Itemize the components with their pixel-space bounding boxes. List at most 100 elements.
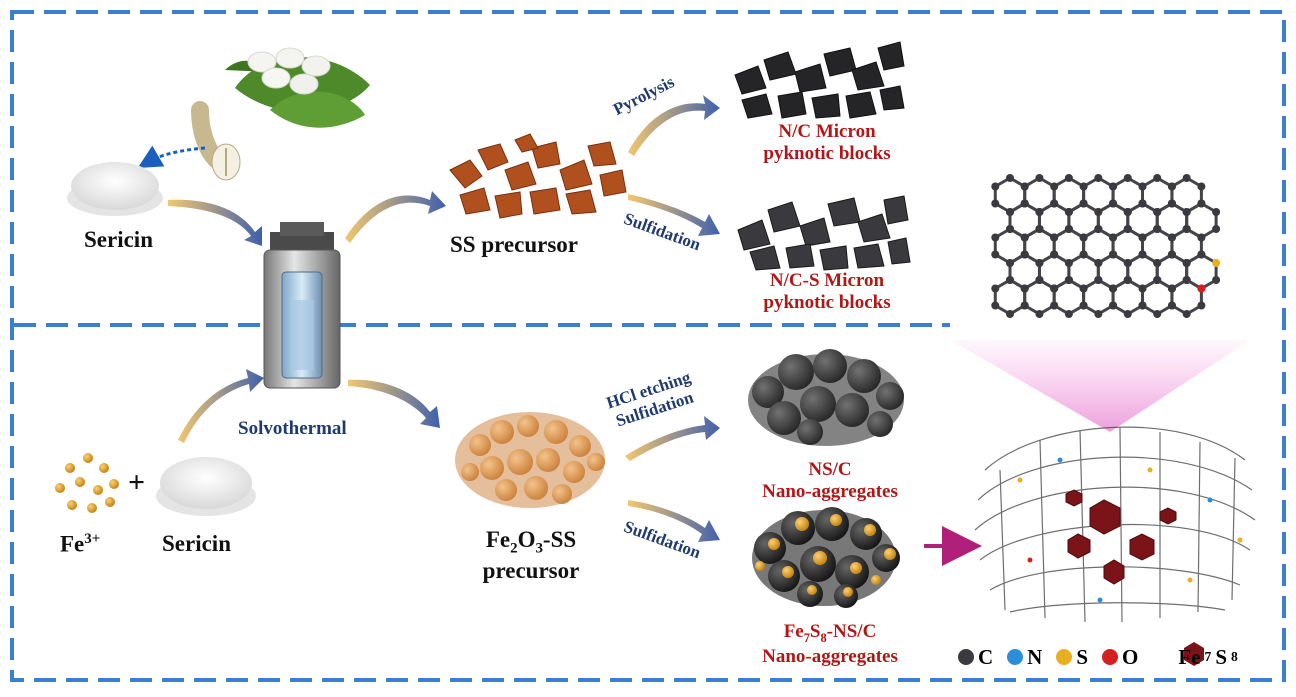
legend-item-n: N xyxy=(1007,645,1042,670)
label-fe2o3-ss-precursor: Fe2O3-SS precursor xyxy=(482,527,580,583)
lattice-atom xyxy=(1197,233,1206,242)
arrow-pyrolysis xyxy=(628,95,720,156)
lattice-atom xyxy=(1006,259,1014,267)
lattice-atom xyxy=(1035,225,1044,233)
lattice-atom xyxy=(1212,276,1221,284)
lattice-atom xyxy=(1197,284,1206,293)
lattice-atom xyxy=(1123,259,1132,267)
lattice-atom xyxy=(1109,233,1118,242)
lattice-atom xyxy=(1123,208,1132,216)
lattice-atom xyxy=(1050,250,1059,259)
sericin-powder-bottom xyxy=(156,457,256,516)
nsc-nano-aggregates xyxy=(748,349,904,446)
lattice-atom xyxy=(1182,259,1191,267)
lattice-atom xyxy=(1197,301,1206,310)
legend-item-o: O xyxy=(1102,645,1138,670)
lattice-atom xyxy=(1050,199,1059,208)
fe2o3-ss-cluster xyxy=(455,412,605,508)
lattice-hexagon xyxy=(1023,278,1056,316)
ss-precursor-blocks xyxy=(449,133,627,219)
arrow-reactor-to-fe2o3 xyxy=(348,379,440,428)
lattice-atom xyxy=(1035,174,1044,182)
lattice-hexagon xyxy=(993,278,1027,316)
lattice-atom xyxy=(1064,174,1073,182)
extraction-arrow xyxy=(137,145,206,169)
lattice-atom xyxy=(1138,250,1147,259)
lattice-atom xyxy=(1138,284,1147,293)
legend-c-dot xyxy=(958,649,974,665)
lattice-atom xyxy=(1020,199,1029,208)
lattice-atom xyxy=(1167,182,1176,191)
lattice-hexagon xyxy=(1082,278,1115,316)
lattice-atom xyxy=(1094,174,1103,182)
lattice-atom xyxy=(1138,301,1147,310)
lattice-atom xyxy=(1167,301,1176,310)
lattice-atom xyxy=(1197,250,1206,259)
lattice-atom xyxy=(1153,310,1162,318)
lattice-atom xyxy=(991,301,1000,310)
label-fe-ion: Fe3+ xyxy=(60,531,101,557)
lattice-atom xyxy=(1109,250,1118,259)
label-sericin-bottom: Sericin xyxy=(162,531,231,556)
lattice-atom xyxy=(1138,233,1147,242)
lattice-atom xyxy=(1006,208,1014,216)
lattice-atom xyxy=(1050,284,1059,293)
lattice-atom xyxy=(1212,225,1221,233)
lattice-atom xyxy=(1153,225,1162,233)
lattice-atom xyxy=(1094,208,1103,216)
lattice-atom xyxy=(1064,208,1073,216)
lattice-atom xyxy=(991,284,1000,293)
lattice-atom xyxy=(1064,276,1073,284)
lattice-atom xyxy=(1035,259,1044,267)
label-solvothermal: Solvothermal xyxy=(238,418,347,439)
lattice-hexagon xyxy=(1111,278,1145,316)
lattice-atom xyxy=(1020,284,1029,293)
legend-o-dot xyxy=(1102,649,1119,665)
lattice-atom xyxy=(1167,250,1176,259)
lattice-atom xyxy=(1064,310,1073,318)
lattice-atom xyxy=(1123,174,1132,182)
legend-item-s: S xyxy=(1056,645,1088,670)
lattice-atom xyxy=(1123,225,1132,233)
lattice-atom xyxy=(1109,301,1118,310)
lattice-atom xyxy=(1138,182,1147,191)
lattice-atom xyxy=(1167,233,1176,242)
lattice-atom xyxy=(1182,310,1191,318)
lattice-atom xyxy=(1109,199,1118,208)
lattice-atom xyxy=(1050,233,1059,242)
lattice-atom xyxy=(1109,284,1118,293)
outer-frame xyxy=(10,10,1286,682)
lattice-atom xyxy=(1182,225,1191,233)
lattice-atom xyxy=(1123,276,1132,284)
label-ss-precursor: SS precursor xyxy=(450,232,578,257)
lattice-atom xyxy=(1020,182,1029,191)
nc-micron-blocks xyxy=(734,41,905,119)
lattice-atom xyxy=(1064,225,1073,233)
lattice-atom xyxy=(1035,208,1044,216)
arrow-fe-to-reactor xyxy=(178,369,264,443)
lattice-atom xyxy=(1212,208,1221,216)
lattice-atom xyxy=(1035,276,1044,284)
lattice-atom xyxy=(1050,301,1059,310)
lattice-atom xyxy=(1079,199,1088,208)
lattice-atom xyxy=(1079,233,1088,242)
lattice-atom xyxy=(991,182,1000,191)
arrow-sulfidation-bottom xyxy=(628,500,720,542)
lattice-atom xyxy=(1079,182,1088,191)
lattice-atom xyxy=(1094,259,1103,267)
lattice-atom xyxy=(1094,276,1103,284)
lattice-atom xyxy=(1020,250,1029,259)
lattice-atom xyxy=(1138,199,1147,208)
lattice-atom xyxy=(1197,182,1206,191)
lattice-atom xyxy=(1006,310,1014,318)
lattice-atom xyxy=(1006,225,1014,233)
legend-fe7s8-icon xyxy=(1184,642,1204,666)
lattice-hexagon xyxy=(1052,278,1086,316)
lattice-atom xyxy=(1079,301,1088,310)
lattice-atom xyxy=(1079,250,1088,259)
